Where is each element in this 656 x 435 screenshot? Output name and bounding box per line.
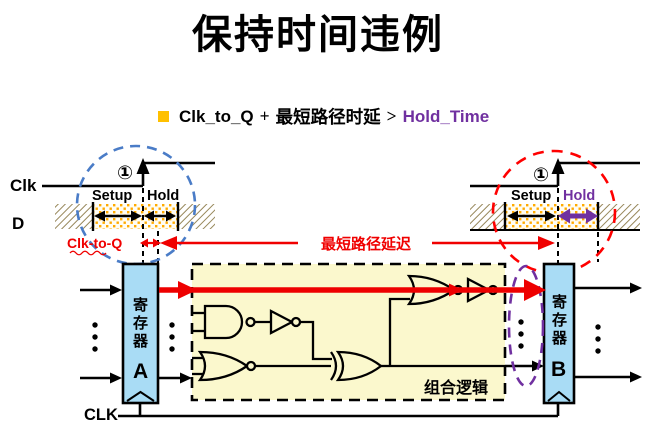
left-setup-label: Setup <box>92 188 133 204</box>
io-arrows <box>80 282 642 384</box>
register-b-text: 寄存器 <box>550 294 567 348</box>
clk-signal-label: Clk <box>10 176 37 195</box>
bullet-plus: + <box>259 106 270 126</box>
ellipsis-dots <box>92 319 601 354</box>
clk-to-q-arrow <box>140 238 161 248</box>
bullet-term-clk-to-q: Clk_to_Q <box>179 106 254 126</box>
buffer-inverter-gate <box>269 309 332 361</box>
register-a-letter: A <box>133 360 149 383</box>
register-a-box <box>121 262 160 405</box>
right-setup-arrow <box>507 210 556 222</box>
red-shortest-path <box>159 279 546 301</box>
register-a-text: 寄存器 <box>131 297 148 351</box>
clk-to-q-label: Clk-to-Q <box>67 235 123 251</box>
left-hold-label: Hold <box>147 188 180 204</box>
left-hold-arrow <box>144 210 176 222</box>
left-edge-marker: ① <box>117 163 134 184</box>
nor-gate-bottom <box>192 350 331 382</box>
register-b-clock-chevron <box>547 390 571 402</box>
xor-gate <box>330 297 505 382</box>
bullet-square-icon <box>158 111 169 122</box>
logic-box-label: 组合逻辑 <box>424 380 489 397</box>
right-hold-arrow <box>558 208 598 224</box>
bullet-gt: > <box>386 106 397 126</box>
clk-net-label: CLK <box>84 406 118 424</box>
bullet-term-hold-time: Hold_Time <box>402 106 490 126</box>
right-edge-marker: ① <box>533 165 550 186</box>
right-hold-label: Hold <box>563 188 596 204</box>
register-b-box <box>542 262 576 405</box>
right-dashed-guides <box>557 188 599 264</box>
slide-title: 保持时间违例 <box>192 12 444 57</box>
register-a-clock-chevron <box>126 390 155 402</box>
shortest-path-delay-arrow <box>160 236 555 250</box>
nand-gate <box>192 304 271 340</box>
d-signal-label: D <box>12 214 25 233</box>
right-setup-label: Setup <box>511 188 552 204</box>
register-b-letter: B <box>551 358 567 381</box>
bullet-row: Clk_to_Q + 最短路径时延 > Hold_Time <box>158 104 489 129</box>
bullet-term-path-delay: 最短路径时延 <box>275 107 381 127</box>
left-setup-arrow <box>94 210 142 222</box>
purple-dashed-ellipse <box>507 264 545 388</box>
right-clk-edge-arrow <box>551 158 565 174</box>
clk-to-q-squiggle <box>69 250 107 256</box>
left-clk-edge-arrow <box>136 158 150 174</box>
clk-net-line <box>118 404 560 418</box>
shortest-path-delay-label: 最短路径延迟 <box>320 236 411 253</box>
